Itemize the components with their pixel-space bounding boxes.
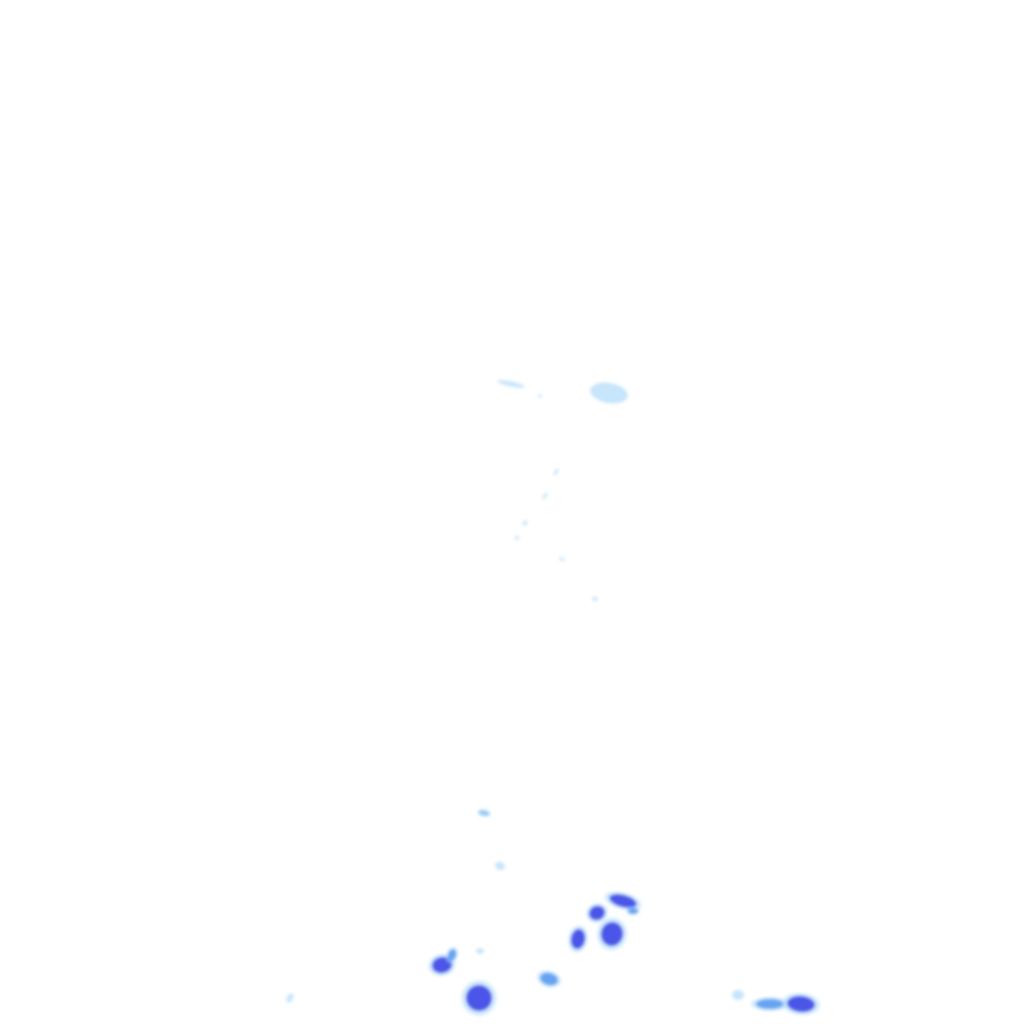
precip-cell-heavy: [432, 956, 452, 974]
precip-cell-light: [476, 948, 484, 954]
precip-cell-light: [590, 382, 628, 404]
precip-cell-light: [495, 861, 505, 871]
precip-cell-light: [515, 536, 519, 540]
precip-cell-light_medium: [478, 809, 490, 817]
precip-cell-light: [497, 380, 525, 388]
precip-cell-medium: [447, 949, 457, 961]
precip-cell-heavy: [609, 894, 637, 908]
precip-cell-heavy: [589, 905, 605, 921]
precip-cell-light: [542, 492, 548, 500]
precip-cell-light: [559, 556, 565, 562]
precip-cell-medium: [540, 972, 558, 986]
precip-cell-medium: [628, 908, 638, 914]
precip-cell-light: [522, 520, 528, 526]
precip-cell-heavy: [600, 922, 624, 946]
precip-cell-light: [538, 394, 542, 398]
precip-cell-heavy: [570, 929, 586, 949]
precip-cell-medium: [756, 999, 784, 1009]
precip-cell-heavy: [787, 995, 815, 1013]
precip-cell-heavy: [466, 985, 492, 1011]
precipitation-cells: [286, 380, 820, 1016]
precip-cell-light: [732, 990, 744, 1000]
precip-cell-light: [592, 597, 598, 601]
precip-cell-light: [553, 468, 559, 476]
precip-cell-light: [286, 993, 294, 1003]
